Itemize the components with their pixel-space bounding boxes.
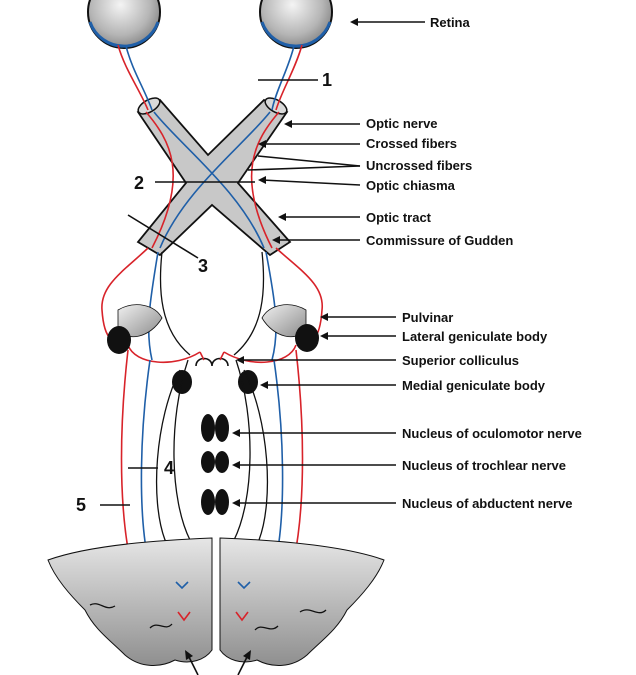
- right-occipital-cortex: [219, 537, 385, 666]
- number-4: 4: [164, 458, 174, 478]
- left-occipital-cortex: [47, 537, 213, 666]
- label-nucleus-abducent: Nucleus of abductent nerve: [402, 496, 572, 511]
- label-optic-tract: Optic tract: [366, 210, 432, 225]
- trochlear-nuclei: [201, 451, 229, 473]
- label-crossed-fibers: Crossed fibers: [366, 136, 457, 151]
- label-retina: Retina: [430, 15, 471, 30]
- abducent-nuclei: [201, 489, 229, 515]
- superior-colliculus-shape: [195, 357, 229, 367]
- label-optic-nerve: Optic nerve: [366, 116, 438, 131]
- label-commissure-of-gudden: Commissure of Gudden: [366, 233, 513, 248]
- label-optic-chiasma: Optic chiasma: [366, 178, 456, 193]
- number-3: 3: [198, 256, 208, 276]
- label-superior-colliculus: Superior colliculus: [402, 353, 519, 368]
- number-2: 2: [134, 173, 144, 193]
- label-pulvinar: Pulvinar: [402, 310, 453, 325]
- left-lateral-geniculate-body: [107, 326, 131, 354]
- label-lateral-geniculate-body: Lateral geniculate body: [402, 329, 548, 344]
- right-lateral-geniculate-body: [295, 324, 319, 352]
- number-5: 5: [76, 495, 86, 515]
- oculomotor-nuclei: [201, 414, 229, 442]
- optic-chiasma-shape: [136, 98, 292, 257]
- label-uncrossed-fibers: Uncrossed fibers: [366, 158, 472, 173]
- number-1: 1: [322, 70, 332, 90]
- label-medial-geniculate-body: Medial geniculate body: [402, 378, 546, 393]
- label-nucleus-trochlear: Nucleus of trochlear nerve: [402, 458, 566, 473]
- left-eyeball: [87, 0, 161, 49]
- label-nucleus-oculomotor: Nucleus of oculomotor nerve: [402, 426, 582, 441]
- right-eyeball: [259, 0, 333, 49]
- leader-lines: [100, 18, 425, 507]
- right-medial-geniculate-body: [238, 370, 258, 394]
